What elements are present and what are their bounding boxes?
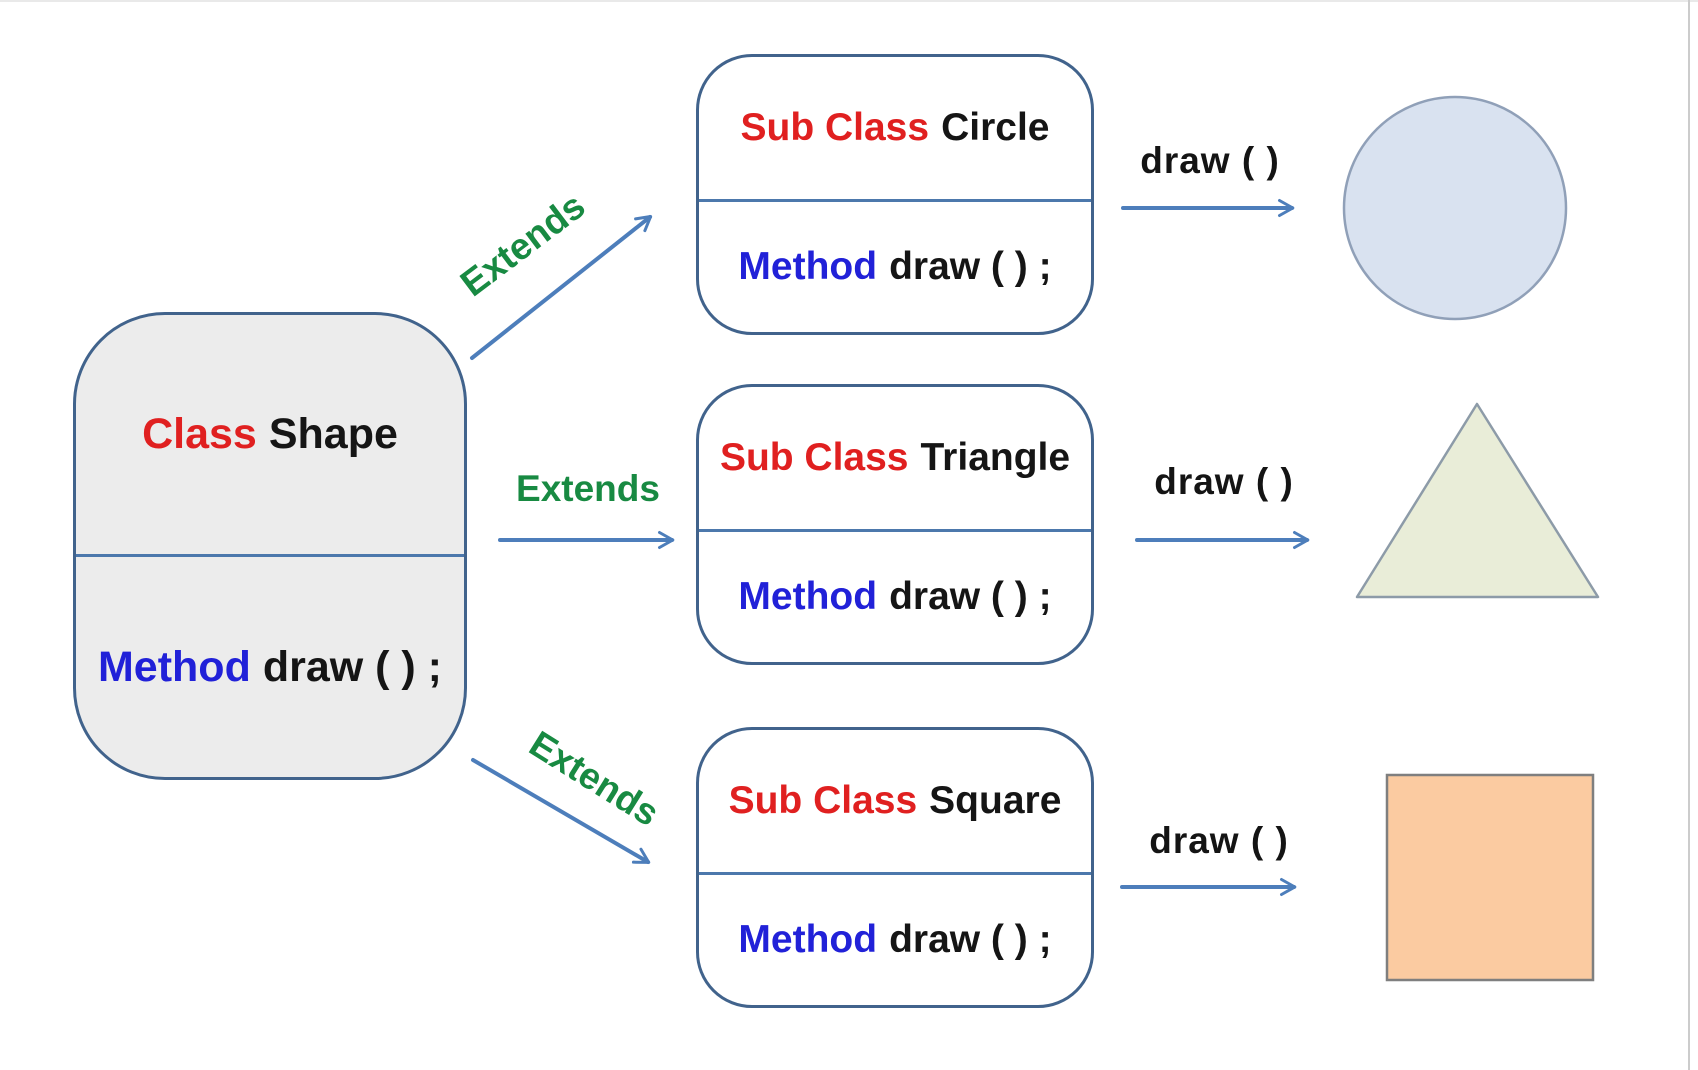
extends-label-square: Extends — [522, 723, 667, 835]
base-class-keyword: Class — [142, 410, 257, 459]
subclass-square-keyword: Sub Class — [728, 778, 918, 822]
subclass-triangle-name: Triangle — [920, 435, 1071, 479]
subclass-circle-method-keyword: Method — [738, 244, 878, 288]
base-method-signature: draw ( ) ; — [262, 642, 443, 691]
subclass-triangle-keyword: Sub Class — [719, 435, 909, 479]
draw-label-circle: draw ( ) — [1140, 140, 1280, 181]
subclass-square-box: Sub Class Square Method draw ( ) ; — [696, 727, 1094, 1008]
subclass-square-title-row: Sub Class Square — [699, 730, 1091, 872]
base-class-shape-box: Class Shape Method draw ( ) ; — [73, 312, 467, 780]
draw-label-triangle: draw ( ) — [1154, 461, 1294, 502]
subclass-triangle-title-row: Sub Class Triangle — [699, 387, 1091, 529]
subclass-triangle-method-keyword: Method — [738, 574, 878, 618]
base-class-name: Shape — [268, 410, 398, 459]
circle-shape — [1342, 95, 1568, 321]
subclass-circle-method-row: Method draw ( ) ; — [699, 198, 1091, 332]
base-class-method-row: Method draw ( ) ; — [76, 554, 464, 777]
subclass-circle-title-row: Sub Class Circle — [699, 57, 1091, 199]
subclass-triangle-method-row: Method draw ( ) ; — [699, 528, 1091, 662]
page-right-edge-line — [1688, 0, 1690, 1070]
extends-label-triangle: Extends — [516, 468, 660, 509]
subclass-circle-keyword: Sub Class — [740, 105, 930, 149]
base-method-keyword: Method — [97, 642, 251, 691]
triangle-shape — [1355, 402, 1600, 599]
subclass-circle-method-signature: draw ( ) ; — [889, 244, 1052, 288]
base-class-title-row: Class Shape — [76, 315, 464, 554]
square-shape — [1385, 773, 1595, 982]
draw-label-square: draw ( ) — [1149, 820, 1289, 861]
subclass-circle-name: Circle — [941, 105, 1050, 149]
extends-label-circle: Extends — [452, 184, 593, 305]
subclass-square-method-row: Method draw ( ) ; — [699, 871, 1091, 1005]
subclass-triangle-method-signature: draw ( ) ; — [889, 574, 1052, 618]
subclass-square-name: Square — [929, 778, 1062, 822]
subclass-square-method-keyword: Method — [738, 917, 878, 961]
subclass-square-method-signature: draw ( ) ; — [889, 917, 1052, 961]
page-top-edge-line — [0, 0, 1698, 2]
subclass-triangle-box: Sub Class Triangle Method draw ( ) ; — [696, 384, 1094, 665]
subclass-circle-box: Sub Class Circle Method draw ( ) ; — [696, 54, 1094, 335]
